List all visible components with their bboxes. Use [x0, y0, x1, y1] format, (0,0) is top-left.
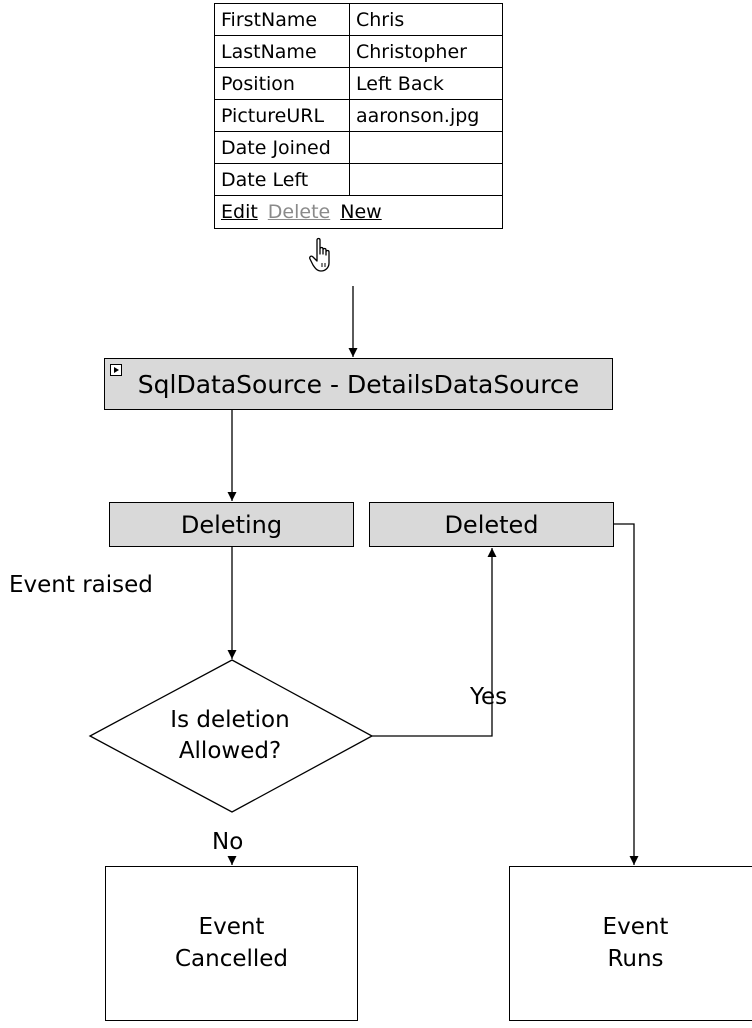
command-row: Edit Delete New: [214, 195, 503, 229]
decision-diamond: [88, 659, 374, 813]
datasource-label: SqlDataSource - DetailsDataSource: [137, 369, 580, 399]
cancelled-line-1: Event: [198, 914, 265, 941]
field-value: aaronson.jpg: [349, 99, 503, 132]
deleting-event-box: Deleting: [109, 502, 354, 547]
edit-link[interactable]: Edit: [221, 201, 258, 223]
details-row: Position Left Back: [214, 67, 503, 100]
no-label: No: [212, 829, 244, 855]
delete-link[interactable]: Delete: [267, 201, 331, 223]
new-link[interactable]: New: [340, 201, 382, 223]
runs-line-2: Runs: [607, 945, 664, 972]
field-value: Chris: [349, 3, 503, 36]
field-name: Date Joined: [214, 131, 350, 164]
decision-line-1: Is deletion: [170, 707, 290, 733]
deleting-label: Deleting: [180, 510, 283, 539]
smart-tag-icon: [110, 364, 122, 376]
deleted-event-box: Deleted: [369, 502, 614, 547]
datasource-box: SqlDataSource - DetailsDataSource: [104, 358, 613, 410]
field-name: PictureURL: [214, 99, 350, 132]
event-runs-box: Event Runs: [509, 866, 752, 1021]
arrow-deleted-to-runs: [614, 523, 639, 865]
details-row: PictureURL aaronson.jpg: [214, 99, 503, 132]
details-row: FirstName Chris: [214, 3, 503, 36]
details-view: FirstName Chris LastName Christopher Pos…: [214, 3, 503, 229]
decision-text: Is deletion Allowed?: [140, 705, 320, 767]
decision-line-2: Allowed?: [178, 738, 282, 765]
event-raised-label: Event raised: [9, 572, 153, 598]
field-value: [349, 163, 503, 196]
details-row: Date Joined: [214, 131, 503, 164]
details-row: Date Left: [214, 163, 503, 196]
arrow-yes-to-deleted: [372, 548, 497, 737]
cancelled-line-2: Cancelled: [174, 945, 289, 972]
deleted-label: Deleted: [444, 510, 539, 539]
field-name: FirstName: [214, 3, 350, 36]
event-cancelled-box: Event Cancelled: [105, 866, 358, 1021]
command-cell: Edit Delete New: [214, 195, 503, 229]
runs-line-1: Event: [602, 914, 669, 941]
details-row: LastName Christopher: [214, 35, 503, 68]
field-value: Christopher: [349, 35, 503, 68]
field-value: Left Back: [349, 67, 503, 100]
hand-pointer-icon: [309, 237, 330, 272]
field-value: [349, 131, 503, 164]
yes-label: Yes: [470, 684, 508, 710]
field-name: Date Left: [214, 163, 350, 196]
